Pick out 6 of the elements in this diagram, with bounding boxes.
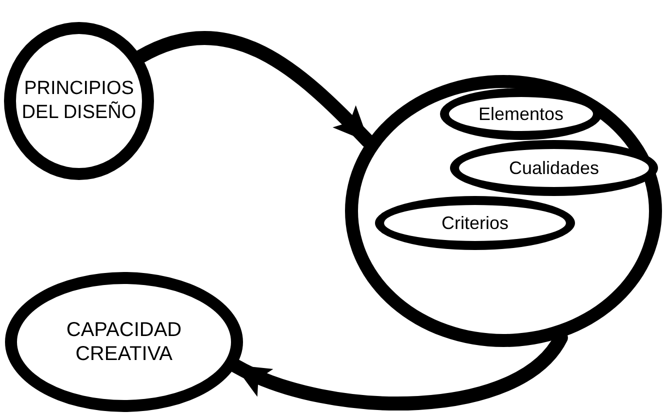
node-label: Cualidades: [508, 156, 600, 180]
ellipse-node: [450, 140, 658, 196]
node-label: Criterios: [440, 212, 510, 234]
node-label: Elementos: [477, 102, 565, 126]
node-label: PRINCIPIOS DEL DISEÑO: [20, 77, 138, 125]
node-label: CAPACIDAD CREATIVA: [65, 318, 183, 366]
